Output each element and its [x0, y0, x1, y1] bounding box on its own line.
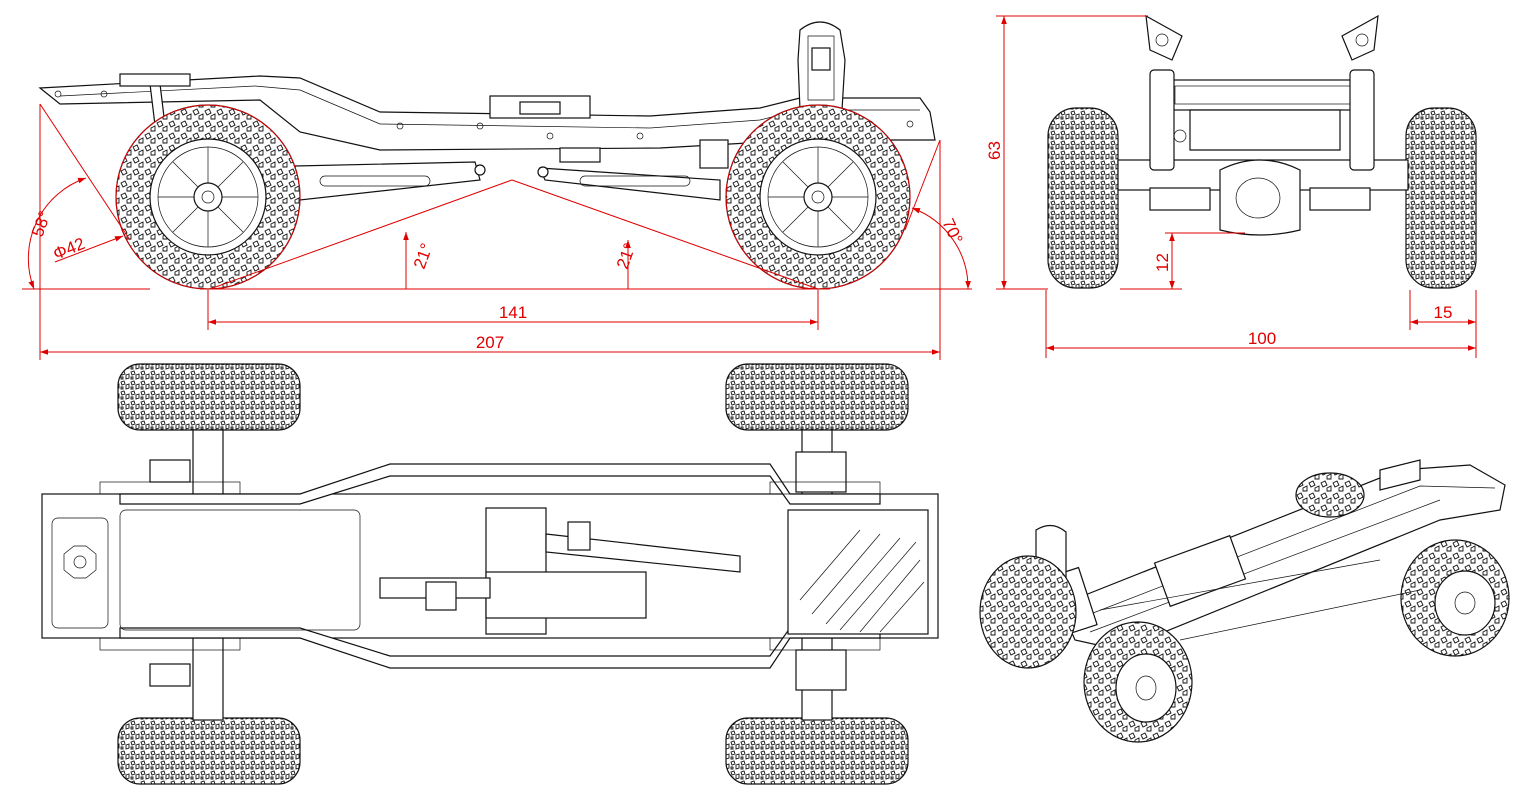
dim-height: 63: [985, 141, 1004, 160]
side-view: 141 207 Φ42 58° 70° 21° 21°: [22, 21, 972, 360]
front-left-tire: [1047, 107, 1119, 289]
top-chassis: [41, 429, 939, 721]
iso-wheels: [979, 472, 1510, 743]
dim-ground-clearance: 12: [1153, 253, 1172, 272]
dim-departure-angle: 70°: [938, 216, 966, 247]
top-rear-right-tire: [117, 717, 301, 785]
dim-wheelbase: 141: [499, 303, 527, 322]
top-front-left-tire: [725, 363, 909, 431]
dim-tire-width: 15: [1434, 303, 1453, 322]
side-rear-wheel: [115, 104, 301, 290]
front-dimensions: 63 12 100 15: [985, 15, 1477, 358]
top-front-right-tire: [725, 717, 909, 785]
dim-overall-length: 207: [476, 333, 504, 352]
top-view: [41, 363, 939, 785]
dim-breakover-front: 21°: [410, 241, 437, 272]
side-front-wheel: [725, 104, 911, 290]
dim-tire-diameter: Φ42: [50, 234, 87, 264]
dim-breakover-rear: 21°: [613, 241, 640, 272]
top-rear-left-tire: [117, 363, 301, 431]
dim-track-width: 100: [1248, 329, 1276, 348]
front-right-tire: [1405, 107, 1477, 289]
isometric-view: [979, 459, 1510, 743]
front-view: 63 12 100 15: [985, 14, 1477, 358]
side-frame: [38, 21, 936, 201]
front-axle: [1117, 14, 1409, 236]
dim-approach-angle: 58°: [28, 209, 55, 240]
